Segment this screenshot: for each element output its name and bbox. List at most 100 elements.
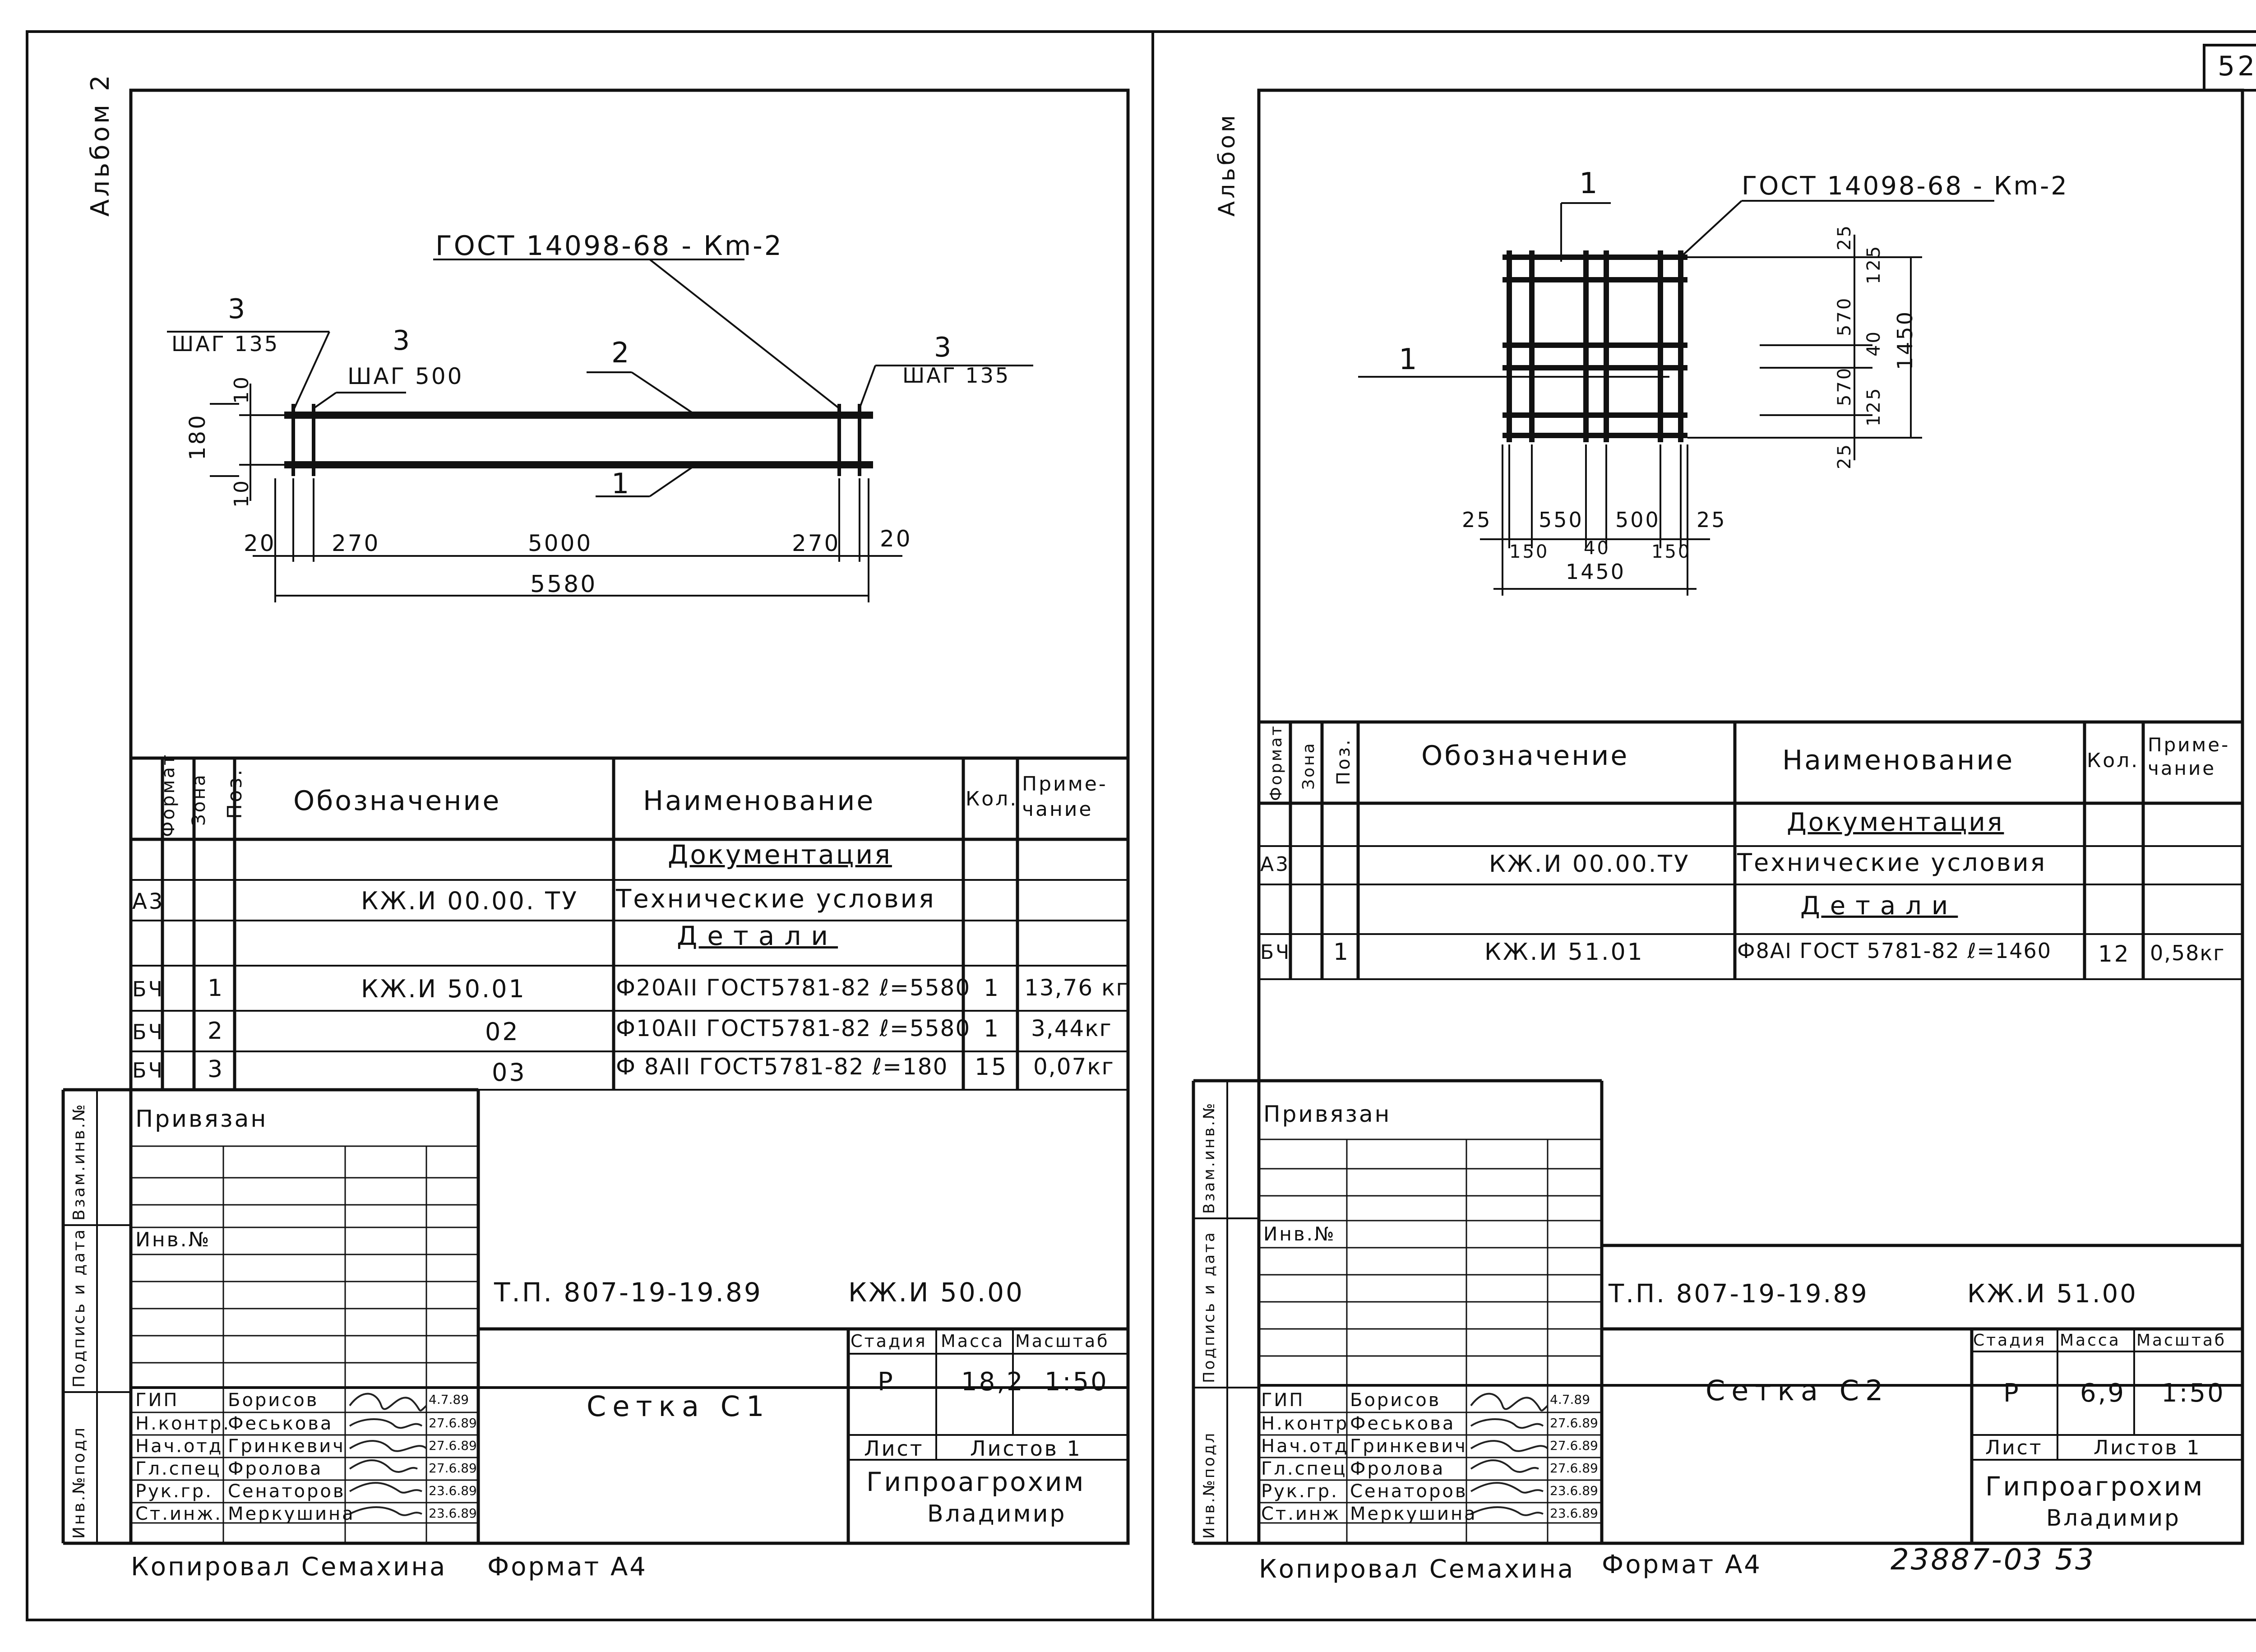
row1-format-left: БЧ [132,977,165,1001]
mass-header-right: Масса [2060,1331,2121,1350]
person-name: Борисов [1350,1390,1441,1411]
row3-designation-left: 03 [492,1058,527,1087]
format-left: Формат А4 [487,1552,647,1582]
person-date: 27.6.89 [429,1416,477,1430]
h-550: 550 [1539,508,1584,532]
person-date: 27.6.89 [429,1461,477,1476]
person-name: Фролова [1350,1458,1445,1479]
section-docs-right: Документация [1787,808,2004,837]
album-label-right: Альбом [1214,112,1240,217]
scale-right: 1:50 [2161,1379,2225,1408]
v-40: 40 [1863,330,1884,356]
stage-right: Р [2003,1379,2020,1408]
scale-header-left: Масштаб [1015,1331,1110,1351]
scale-header-right: Масштаб [2136,1331,2227,1350]
person-name: Феськова [1350,1413,1456,1434]
row1-pos-left: 1 [208,975,225,1002]
hdr-format-right: Формат [1267,724,1285,801]
dim-10-top: 10 [230,375,253,404]
row1-designation-right: КЖ.И 51.01 [1484,939,1644,966]
person-role: ГИП [1261,1390,1305,1411]
privyazan-left: Привязан [135,1106,268,1133]
inv-no-right: Инв.№ [1263,1223,1336,1245]
side-label-vzam-left: Взам.инв.№ [70,1102,88,1221]
hdr-note-right: Приме-чание [2148,734,2230,779]
mesh-c2-drawing [1358,200,1994,596]
v-125-bottom: 125 [1863,386,1884,426]
stage-header-left: Стадия [851,1331,927,1351]
copied-left: Копировал Семахина [131,1552,447,1582]
org-left: Гипроагрохим [866,1467,1086,1497]
side-label-inv-podl-left: Инв.№подл [70,1425,88,1539]
v-25-top: 25 [1834,224,1855,250]
row2-pos-left: 2 [208,1018,225,1045]
person-name: Феськова [228,1413,333,1434]
row2-designation-left: 02 [485,1018,520,1046]
gost-label-right: ГОСТ 14098-68 - Кm-2 [1742,171,2069,201]
pos1a-right: 1 [1579,167,1600,200]
row-docs-format-right: А3 [1260,853,1290,876]
row3-format-left: БЧ [132,1058,165,1083]
row1-name-right: Ф8АI ГОСТ 5781-82 ℓ=1460 [1737,939,2052,963]
row1-designation-left: КЖ.И 50.01 [361,975,526,1003]
row3-note-left: 0,07кг [1033,1054,1114,1080]
hdr-qty-right: Кол. [2087,749,2140,772]
person-role: Н.контр. [135,1413,231,1434]
hdr-zone-right: Зона [1299,741,1318,790]
section-docs-left: Документация [668,839,892,870]
row1-qty-right: 12 [2098,941,2131,967]
person-date: 27.6.89 [1550,1438,1598,1453]
person-name: Меркушина [228,1504,355,1524]
project-code-right: Т.П. 807-19-19.89 [1609,1279,1869,1309]
v-570-a: 570 [1834,296,1855,336]
signatures [349,1393,1549,1516]
row1-format-right: БЧ [1260,941,1291,964]
row1-pos-right: 1 [1333,939,1350,966]
row2-qty-left: 1 [984,1015,1001,1042]
org-city-left: Владимир [927,1500,1067,1527]
person-role: Рук.гр. [1261,1481,1339,1502]
dim-270-right: 270 [792,530,841,556]
org-right: Гипроагрохим [1985,1471,2205,1502]
title-right: Сетка С2 [1706,1374,1890,1407]
person-role: Н.контр [1261,1413,1349,1434]
project-code-left: Т.П. 807-19-19.89 [494,1277,763,1308]
h-150-right: 150 [1651,541,1692,562]
sheet-label-right: Лист [1985,1436,2043,1459]
pos3-mid: 3 [393,325,412,356]
row-docs-designation-right: КЖ.И 00.00.ТУ [1489,851,1690,878]
person-name: Гринкевич [228,1436,345,1457]
doc-code-left: КЖ.И 50.00 [848,1277,1024,1308]
gost-label-left: ГОСТ 14098-68 - Кm-2 [435,230,783,262]
pos3-left: 3 [228,293,247,325]
step-left: ШАГ 135 [171,332,280,356]
row1-name-left: Ф20АII ГОСТ5781-82 ℓ=5580 [616,975,971,1001]
person-name: Сенаторов [228,1481,346,1502]
dim-270-left: 270 [332,530,380,556]
row2-note-left: 3,44кг [1031,1015,1112,1041]
dim-10-bottom: 10 [230,479,253,508]
title-left: Сетка С1 [587,1390,771,1423]
row1-qty-left: 1 [984,975,1001,1002]
row-docs-format-left: А3 [132,889,165,914]
person-name: Борисов [228,1390,319,1411]
side-label-inv-podl-right: Инв.№подл [1200,1431,1218,1539]
page-number-label: 52 [2218,51,2256,82]
dim-20-left: 20 [244,530,276,556]
side-label-vzam-right: Взам.инв.№ [1200,1101,1218,1214]
row1-note-left: 13,76 кг [1024,975,1129,1001]
h-150-left: 150 [1509,541,1549,562]
hdr-pos-left: Поз. [223,768,246,819]
h-25-left: 25 [1462,508,1492,532]
row-docs-designation-left: КЖ.И 00.00. ТУ [361,887,579,915]
h-40: 40 [1584,538,1610,559]
mass-left: 18,2 [961,1367,1025,1397]
hdr-note-left: Приме-чание [1022,773,1108,821]
dim-5580: 5580 [530,571,597,598]
hdr-designation-left: Обозначение [293,785,501,817]
scale-left: 1:50 [1045,1367,1109,1397]
h-25-right: 25 [1697,508,1727,532]
person-name: Меркушина [1350,1504,1477,1524]
mass-right: 6,9 [2080,1379,2126,1408]
person-name: Фролова [228,1458,323,1479]
